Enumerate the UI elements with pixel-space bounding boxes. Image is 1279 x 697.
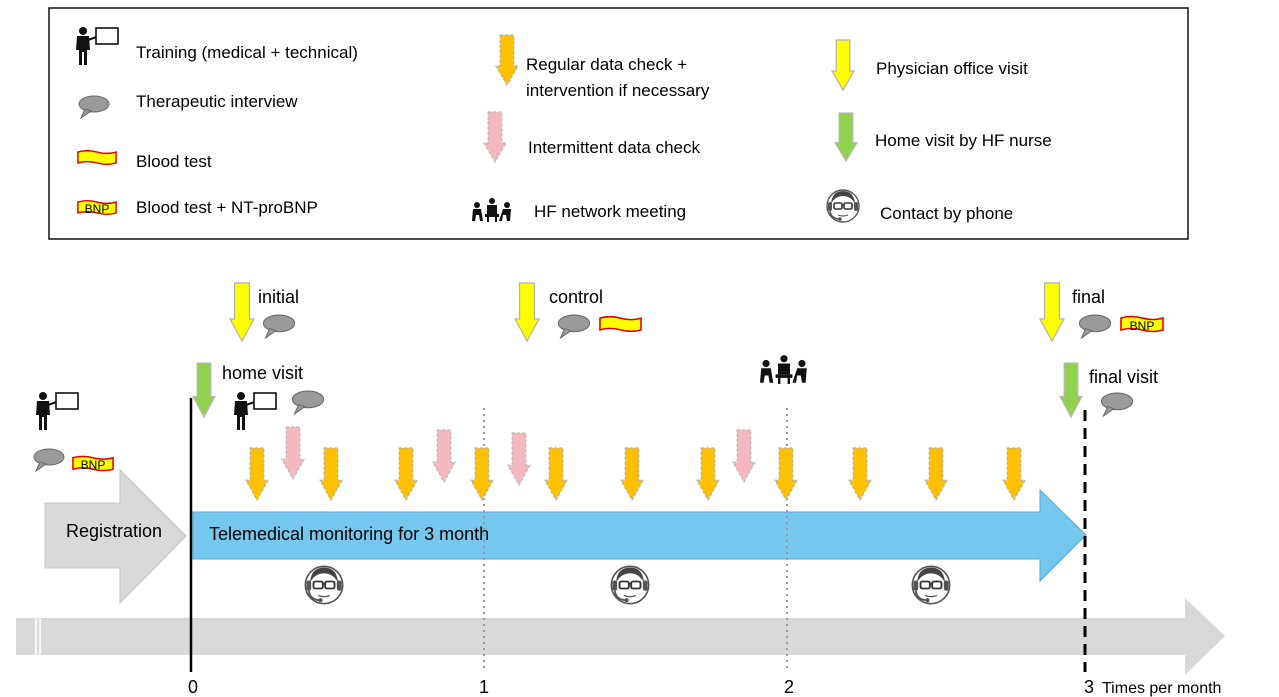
final-label: final [1072, 287, 1105, 307]
intermittent-check-arrow [280, 426, 306, 481]
final-visit: final BNP [1038, 282, 1164, 343]
regular-check-arrow [318, 447, 344, 502]
axis-tick-3: 3 [1084, 677, 1094, 697]
legend-blood-test-label: Blood test [136, 152, 212, 171]
axis-label: Times per month [1102, 680, 1221, 697]
trainer-icon [35, 392, 79, 430]
regular-check-arrow [393, 447, 419, 502]
legend-item-blood-test-bnp: BNP Blood test + NT-proBNP [77, 198, 318, 217]
regular-check-arrow [773, 447, 799, 502]
axis-tick-1: 1 [479, 677, 489, 697]
home-visit-label: home visit [222, 363, 303, 383]
legend: Training (medical + technical) Therapeut… [48, 7, 1189, 240]
axis-ticks: 0 1 2 3 Times per month [188, 677, 1221, 697]
home-visit-arrow [1058, 362, 1084, 419]
final-home-visit: final visit [1058, 362, 1158, 419]
trainer-icon [233, 392, 277, 430]
intermittent-check-arrow [506, 432, 532, 487]
legend-blood-test-bnp-label: Blood test + NT-proBNP [136, 198, 318, 217]
speech-bubble-icon [262, 314, 296, 339]
initial-label: initial [258, 287, 299, 307]
legend-physician-visit-label: Physician office visit [876, 59, 1028, 78]
bnp-badge-text: BNP [1130, 319, 1155, 333]
speech-bubble-icon [1100, 392, 1134, 417]
control-visit: control [513, 282, 642, 343]
headset-person-icon [610, 565, 650, 605]
legend-item-intermittent-check: Intermittent data check [482, 111, 700, 164]
bnp-badge-icon: BNP [72, 455, 114, 472]
axis-tick-0: 0 [188, 677, 198, 697]
legend-frame [48, 7, 1189, 240]
legend-network-meeting-label: HF network meeting [534, 202, 686, 221]
time-axis [16, 598, 1225, 675]
axis-tick-2: 2 [784, 677, 794, 697]
legend-item-phone-contact: Contact by phone [826, 189, 1013, 223]
bnp-badge-icon: BNP [1120, 315, 1164, 333]
legend-interview-label: Therapeutic interview [136, 92, 298, 111]
time-axis-arrow [16, 598, 1225, 675]
legend-training-label: Training (medical + technical) [136, 43, 358, 62]
headset-person-icon [826, 189, 860, 223]
legend-item-blood-test: Blood test [77, 150, 212, 171]
physician-visit-arrow [1038, 282, 1066, 343]
legend-regular-check-line1: Regular data check + [526, 55, 687, 74]
legend-intermittent-check-label: Intermittent data check [528, 138, 700, 157]
intermittent-check-arrow-icon [482, 111, 508, 164]
monitoring-arrow: Telemedical monitoring for 3 month [192, 488, 1087, 583]
regular-check-arrow [847, 447, 873, 502]
speech-bubble-icon [557, 314, 591, 339]
blood-test-icon [599, 316, 642, 332]
final-visit-label: final visit [1089, 367, 1158, 387]
regular-check-arrow [1001, 447, 1027, 502]
legend-item-physician-visit: Physician office visit [830, 39, 1028, 92]
regular-check-arrows [244, 447, 1027, 502]
headset-person-icon [304, 565, 344, 605]
initial-visit: initial [228, 282, 299, 343]
speech-bubble-icon [33, 448, 65, 472]
regular-check-arrow [244, 447, 270, 502]
bnp-badge-text: BNP [81, 458, 106, 472]
intermittent-check-arrows [280, 426, 757, 487]
meeting-icon [760, 355, 807, 384]
monitoring-label: Telemedical monitoring for 3 month [209, 524, 489, 544]
registration-arrow: Registration [44, 468, 187, 605]
legend-item-training: Training (medical + technical) [75, 27, 358, 65]
headset-person-icon [911, 565, 951, 605]
legend-phone-contact-label: Contact by phone [880, 204, 1013, 223]
intermittent-check-arrow [731, 429, 757, 484]
regular-check-arrow [923, 447, 949, 502]
legend-item-home-visit: Home visit by HF nurse [833, 112, 1052, 163]
registration-label: Registration [66, 521, 162, 541]
home-visit-arrow-icon [833, 112, 859, 163]
regular-check-arrow [469, 447, 495, 502]
speech-bubble-icon [1078, 314, 1112, 339]
legend-item-network-meeting: HF network meeting [472, 198, 686, 222]
physician-visit-arrow [228, 282, 256, 343]
legend-item-interview: Therapeutic interview [78, 92, 298, 119]
legend-item-regular-check: Regular data check + intervention if nec… [494, 34, 710, 100]
control-label: control [549, 287, 603, 307]
regular-check-arrow-icon [494, 34, 520, 87]
speech-bubble-icon [291, 390, 325, 415]
legend-regular-check-line2: intervention if necessary [526, 81, 710, 100]
intermittent-check-arrow [431, 429, 457, 484]
bnp-badge-text: BNP [85, 202, 110, 216]
home-visit: home visit [191, 362, 325, 430]
blood-test-icon [77, 150, 117, 165]
regular-check-arrow [695, 447, 721, 502]
legend-home-visit-label: Home visit by HF nurse [875, 131, 1052, 150]
physician-visit-arrow-icon [830, 39, 856, 92]
bnp-badge-icon: BNP [77, 199, 117, 216]
home-visit-arrow [191, 362, 217, 419]
physician-visit-arrow [513, 282, 541, 343]
regular-check-arrow [543, 447, 569, 502]
regular-check-arrow [619, 447, 645, 502]
